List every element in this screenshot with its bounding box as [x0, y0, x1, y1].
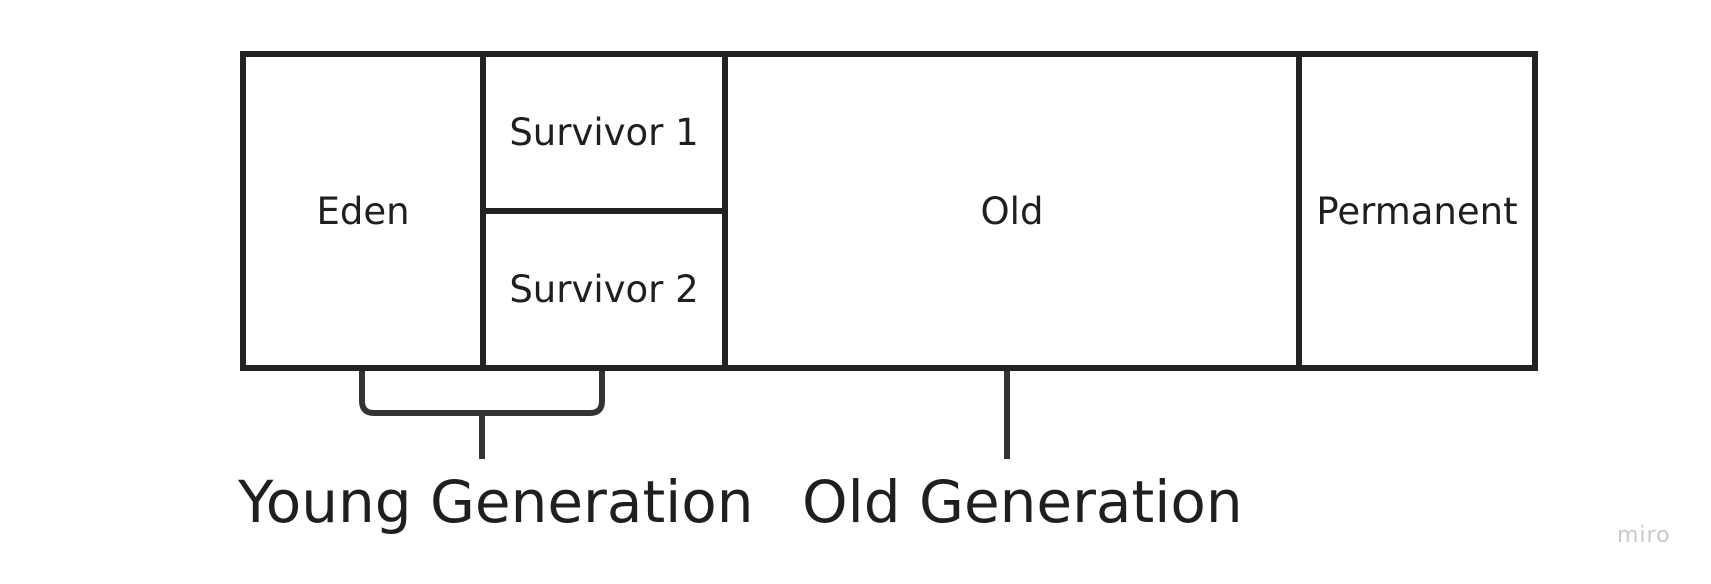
eden-label: Eden — [316, 189, 410, 233]
heap-memory-diagram: Eden Survivor 1 Survivor 2 Old Permanent — [240, 51, 1538, 371]
miro-watermark: miro — [1617, 523, 1671, 548]
young-generation-bracket — [359, 371, 605, 416]
old-label: Old — [980, 189, 1044, 233]
permanent-region: Permanent — [1302, 57, 1532, 365]
old-region: Old — [728, 57, 1302, 365]
survivor-2-region: Survivor 2 — [486, 214, 722, 365]
survivor-regions: Survivor 1 Survivor 2 — [486, 57, 728, 365]
young-generation-label: Young Generation — [238, 468, 754, 536]
eden-region: Eden — [246, 57, 486, 365]
survivor-1-label: Survivor 1 — [509, 111, 699, 154]
survivor-2-label: Survivor 2 — [509, 268, 699, 311]
permanent-label: Permanent — [1316, 189, 1518, 233]
survivor-1-region: Survivor 1 — [486, 57, 722, 214]
old-generation-label: Old Generation — [802, 468, 1243, 536]
